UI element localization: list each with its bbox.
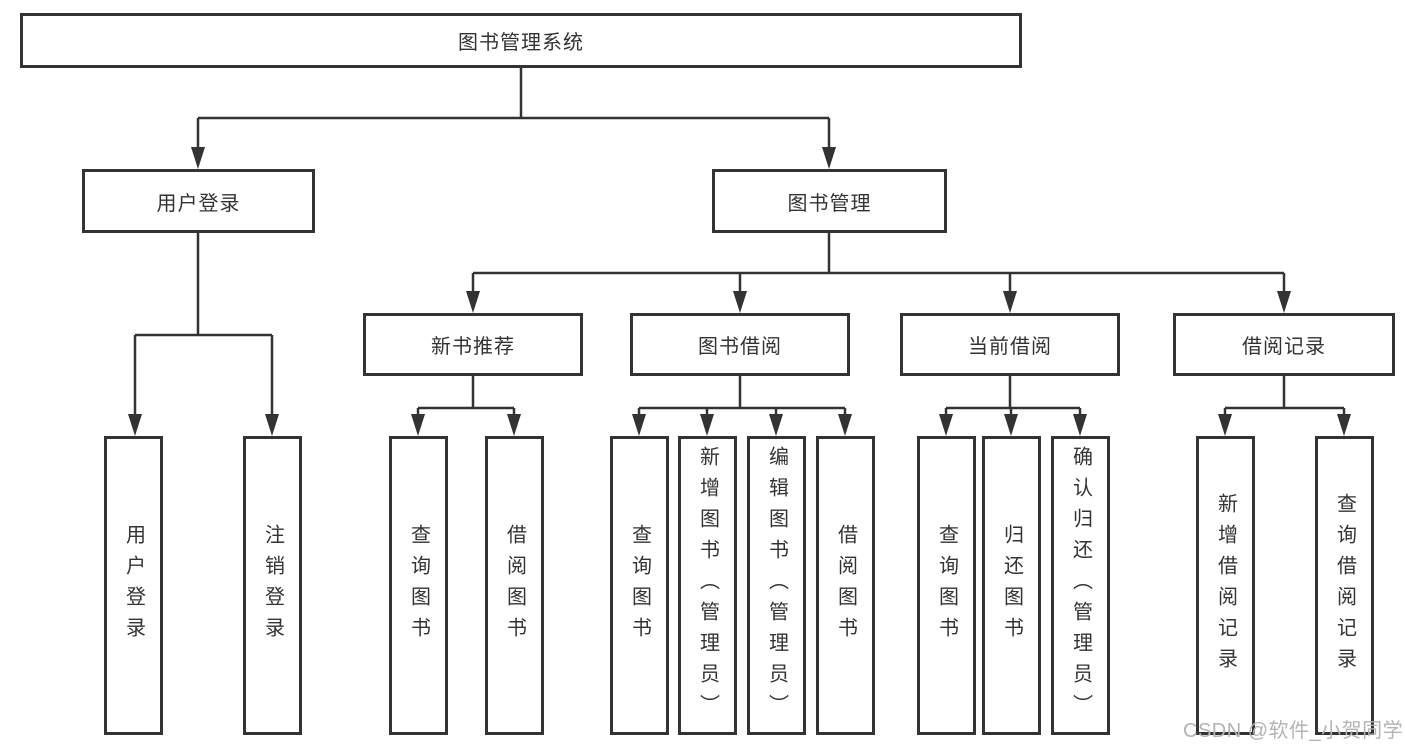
leaf-add-borrow-record: 新增借阅记录 — [1196, 436, 1255, 735]
csdn-watermark: CSDN @软件_小贺同学 — [1183, 720, 1404, 742]
leaf-confirm-return-admin: 确认归还（管理员） — [1051, 436, 1110, 735]
node-book-borrowing: 图书借阅 — [630, 313, 850, 376]
node-book-management: 图书管理 — [712, 169, 947, 233]
leaf-query-books-current: 查询图书 — [917, 436, 976, 735]
node-user-login: 用户登录 — [82, 169, 315, 233]
leaf-query-books-recommend: 查询图书 — [389, 436, 448, 735]
leaf-return-books: 归还图书 — [982, 436, 1041, 735]
leaf-edit-books-admin: 编辑图书（管理员） — [747, 436, 806, 735]
leaf-user-login: 用户登录 — [104, 436, 163, 735]
node-borrow-records: 借阅记录 — [1173, 313, 1395, 376]
leaf-add-books-admin: 新增图书（管理员） — [678, 436, 737, 735]
leaf-query-borrow-record: 查询借阅记录 — [1315, 436, 1374, 735]
leaf-query-books-borrowing: 查询图书 — [610, 436, 669, 735]
node-library-management-system: 图书管理系统 — [20, 13, 1022, 68]
node-current-borrowing: 当前借阅 — [900, 313, 1120, 376]
node-new-book-recommend: 新书推荐 — [363, 313, 583, 376]
leaf-borrow-books-borrowing: 借阅图书 — [816, 436, 875, 735]
leaf-logout: 注销登录 — [243, 436, 302, 735]
leaf-borrow-books-recommend: 借阅图书 — [485, 436, 544, 735]
